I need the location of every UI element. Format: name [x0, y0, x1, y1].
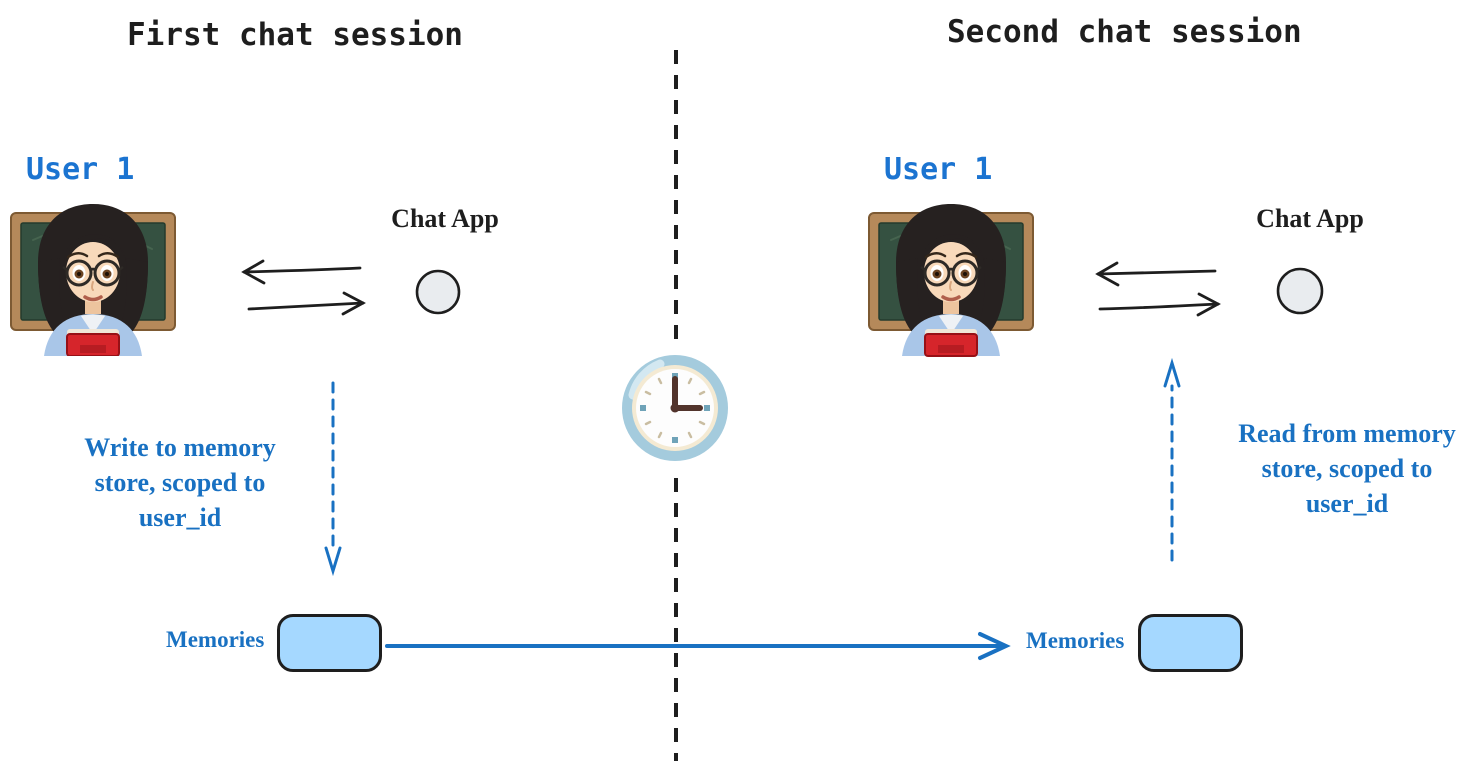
write-memory-annotation: Write to memory store, scoped to user_id: [28, 430, 332, 535]
clock-icon: [622, 355, 728, 461]
chat-app-circle-icon-right: [1276, 267, 1324, 315]
second-session-title: Second chat session: [947, 14, 1302, 50]
annotation-line: store, scoped to: [94, 468, 266, 497]
annotation-line: user_id: [1305, 489, 1389, 518]
write-memory-dashed-arrow: [324, 381, 342, 577]
annotation-line: Write to memory: [84, 433, 276, 462]
exchange-arrows-left: [241, 259, 366, 316]
memory-transfer-arrow: [385, 632, 1011, 660]
read-memory-annotation: Read from memory store, scoped to user_i…: [1195, 416, 1482, 521]
memory-store-box-right: [1138, 614, 1243, 672]
memories-label-left: Memories: [166, 627, 265, 652]
user-label-left: User 1: [26, 152, 135, 187]
exchange-arrows-right: [1095, 261, 1221, 317]
read-memory-dashed-arrow: [1163, 357, 1181, 562]
memories-label-right: Memories: [1026, 628, 1125, 653]
memory-store-box-left: [277, 614, 382, 672]
chat-app-label-right: Chat App: [1256, 204, 1364, 233]
user-avatar-teacher-icon-left: [9, 202, 177, 356]
chat-app-label-left: Chat App: [391, 204, 499, 233]
user-label-right: User 1: [884, 152, 993, 187]
first-session-title: First chat session: [127, 17, 463, 53]
chat-app-circle-icon-left: [415, 269, 461, 315]
annotation-line: user_id: [138, 503, 222, 532]
annotation-line: Read from memory: [1238, 419, 1456, 448]
user-avatar-teacher-icon-right: [867, 202, 1035, 357]
annotation-line: store, scoped to: [1261, 454, 1433, 483]
